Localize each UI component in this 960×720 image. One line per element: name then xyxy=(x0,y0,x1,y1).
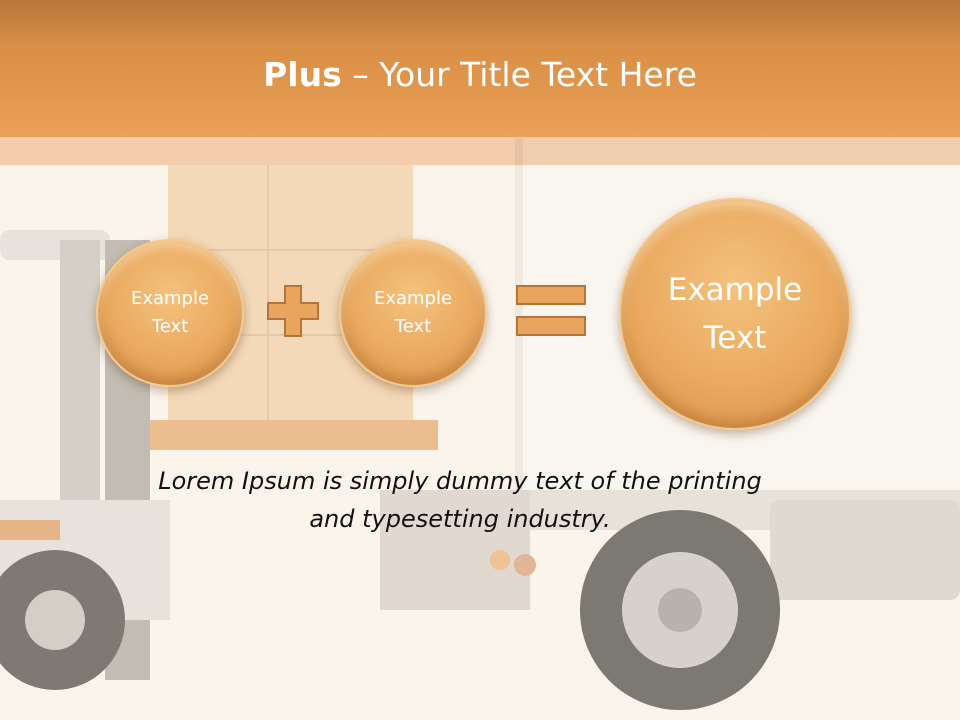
slide-title[interactable]: Plus – Your Title Text Here xyxy=(0,52,960,98)
example-circle-1[interactable]: Example Text xyxy=(96,239,244,387)
circle-2-line2: Text xyxy=(394,316,432,337)
title-rest: – Your Title Text Here xyxy=(341,55,697,94)
title-bar xyxy=(0,0,960,137)
title-bold: Plus xyxy=(263,55,342,94)
circle-1-line2: Text xyxy=(151,316,189,337)
circle-3-line2: Text xyxy=(703,320,767,356)
title-strip xyxy=(0,137,960,165)
example-circle-2[interactable]: Example Text xyxy=(339,239,487,387)
body-line-2: and typesetting industry. xyxy=(309,505,611,533)
body-text[interactable]: Lorem Ipsum is simply dummy text of the … xyxy=(100,462,820,538)
circle-1-line1: Example xyxy=(130,288,210,309)
example-circle-3[interactable]: Example Text xyxy=(619,198,851,430)
circle-2-line1: Example xyxy=(373,288,453,309)
body-line-1: Lorem Ipsum is simply dummy text of the … xyxy=(158,467,762,495)
circle-3-line1: Example xyxy=(667,272,803,308)
